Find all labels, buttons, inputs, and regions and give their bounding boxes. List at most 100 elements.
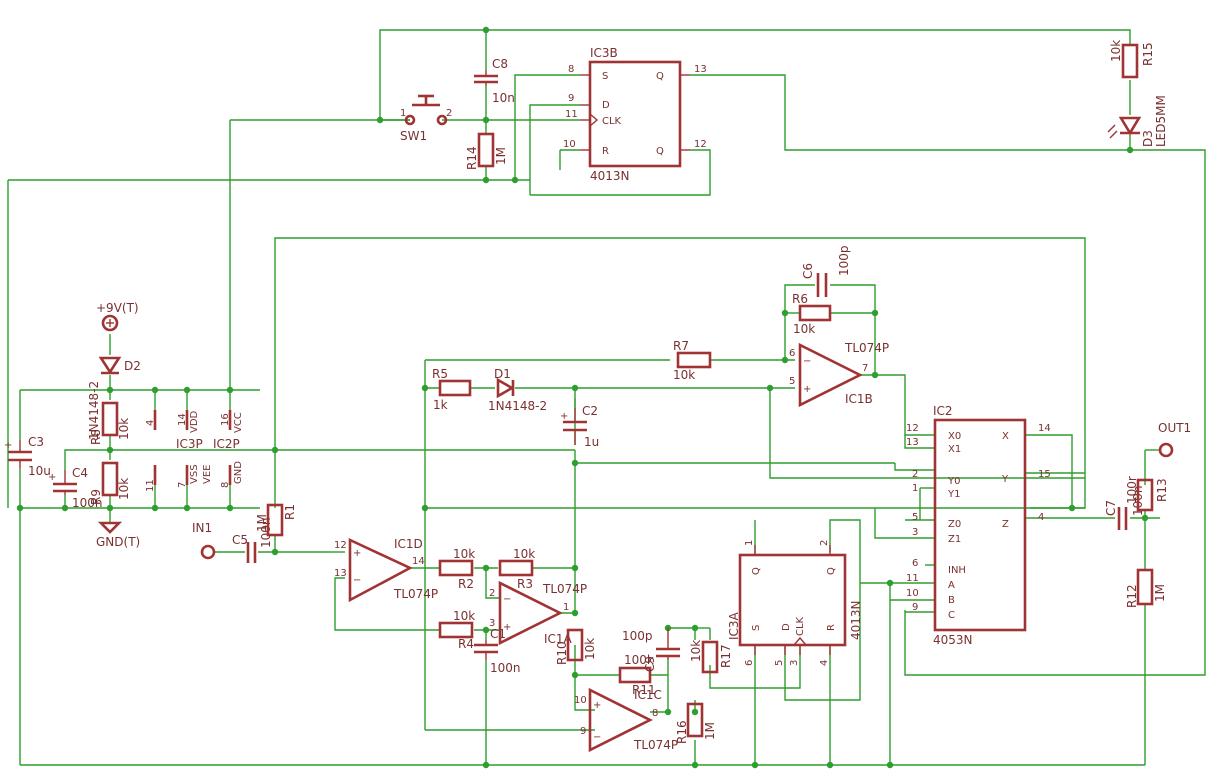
- r12-name: R12: [1125, 584, 1139, 608]
- c4-name: C4: [72, 466, 88, 480]
- pwr-pin4: 4: [145, 420, 156, 426]
- c1-value: 100n: [490, 661, 521, 675]
- ic2-a: A: [948, 580, 955, 591]
- ic1b-pin5: 5: [789, 376, 795, 387]
- ic1a-opamp: − + 2 3 1 TL074P IC1A: [489, 580, 587, 646]
- ic2-pin13: 13: [906, 437, 919, 448]
- r3-value: 10k: [513, 547, 535, 561]
- d3-value: LED5MM: [1154, 95, 1168, 147]
- ic2-pin1: 1: [912, 483, 918, 494]
- ic2-part: 4053N: [933, 633, 973, 647]
- wires: [7, 29, 1206, 766]
- in1-label: IN1: [192, 521, 212, 535]
- r9-resistor: 10k R9: [89, 461, 131, 505]
- ic3a-pin-s: S: [751, 625, 762, 631]
- ic3b-flipflop: IC3B 4013N S D CLK R Q Q 8 9 11 10 13 12: [563, 46, 707, 183]
- r10-name: R10: [555, 641, 569, 665]
- ic1b-pin7: 7: [862, 363, 868, 374]
- ic2-pin3: 3: [912, 527, 918, 538]
- r16-name: R16: [675, 720, 689, 744]
- r7-resistor: R7 10k: [673, 339, 712, 382]
- r6-resistor: R6 10k: [792, 292, 832, 336]
- vplus-label: +9V(T): [96, 301, 139, 315]
- sw1-pin2: 2: [446, 108, 452, 119]
- ic1a-name: IC1A: [544, 632, 573, 646]
- pwr-pin7: 7: [177, 482, 188, 488]
- r13-resistor: 100r R13: [1125, 476, 1169, 512]
- pwr-vcc: VCC: [233, 412, 244, 433]
- c4-value: 100n: [72, 496, 103, 510]
- d1-name: D1: [494, 367, 511, 381]
- c5-name: C5: [232, 533, 248, 547]
- ic2-pin14: 14: [1038, 423, 1051, 434]
- vplus-symbol: +9V(T): [96, 301, 139, 332]
- ic1d-minus: −: [353, 575, 361, 586]
- d2-diode: D2 1N4148-2: [87, 356, 141, 440]
- r7-value: 10k: [673, 368, 695, 382]
- ic3b-name: IC3B: [590, 46, 618, 60]
- ic2-z: Z: [1002, 519, 1009, 530]
- ic2-z1: Z1: [948, 534, 961, 545]
- ic1c-pin8: 8: [652, 708, 658, 719]
- c3-capacitor: + C3 10u: [4, 435, 51, 478]
- ic2-x1: X1: [948, 444, 961, 455]
- ic3a-flipflop: Q Q S D CLK R 1 2 6 5 3 4 IC3A 4013N: [727, 540, 863, 666]
- ic1c-part: TL074P: [633, 738, 678, 752]
- ic3a-pin6: 6: [744, 660, 755, 666]
- ic1a-pin1: 1: [563, 602, 569, 613]
- r15-resistor: 10k R15: [1109, 40, 1155, 79]
- r13-value: 100r: [1125, 476, 1139, 504]
- power-pins: 4 14 16 11 7 8 VDD VCC VSS VEE GND IC3P …: [145, 410, 244, 492]
- ic2-mux: IC2 4053N X0 X1 Y0 Y1 Z0 Z1 INH A B C 12…: [906, 404, 1051, 647]
- d2-name: D2: [124, 359, 141, 373]
- d3-name: D3: [1141, 130, 1155, 147]
- ic2-pin11: 11: [906, 573, 919, 584]
- r12-resistor: R12 1M: [1125, 568, 1167, 608]
- r15-name: R15: [1141, 42, 1155, 66]
- r14-name: R14: [465, 146, 479, 170]
- ic1d-plus: +: [353, 548, 361, 559]
- ic3a-pin4: 4: [819, 660, 830, 666]
- ic3a-name: IC3A: [727, 611, 741, 640]
- r8-name: R8: [89, 429, 103, 445]
- ic1b-minus: −: [803, 356, 811, 367]
- ic2-x0: X0: [948, 431, 961, 442]
- r17-name: R17: [719, 644, 733, 668]
- ic3b-part: 4013N: [590, 169, 630, 183]
- ic2-inh: INH: [948, 565, 966, 576]
- junctions: [16, 26, 1149, 769]
- ic1b-plus: +: [803, 384, 811, 395]
- c5-capacitor: C5 100n: [232, 517, 273, 563]
- d1-value: 1N4148-2: [488, 399, 547, 413]
- r13-name: R13: [1155, 478, 1169, 502]
- out1-connector: OUT1: [1158, 421, 1191, 458]
- r7-name: R7: [673, 339, 689, 353]
- gnd-label: GND(T): [96, 535, 140, 549]
- c4-plus: +: [48, 472, 56, 483]
- pwr-pin14: 14: [177, 413, 188, 426]
- c8-value: 10n: [492, 91, 515, 105]
- r4-name: R4: [458, 637, 474, 651]
- ic1b-part: TL074P: [844, 341, 889, 355]
- ic3b-pin12: 12: [694, 139, 707, 150]
- ic3a-pin5: 5: [774, 660, 785, 666]
- r9-value: 10k: [117, 478, 131, 500]
- r5-name: R5: [432, 367, 448, 381]
- ic3a-pin-clk: CLK: [795, 616, 806, 636]
- ic1b-name: IC1B: [845, 392, 873, 406]
- ic3b-pin8: 8: [568, 64, 574, 75]
- pwr-gnd: GND: [233, 461, 244, 484]
- ic1b-pin6: 6: [789, 348, 795, 359]
- r16-resistor: R16 1M: [675, 702, 717, 744]
- ic2-c: C: [948, 610, 955, 621]
- c2-name: C2: [582, 404, 598, 418]
- c3-plus: +: [4, 440, 12, 451]
- ic3b-pin-d: D: [602, 100, 610, 111]
- c3-name: C3: [28, 435, 44, 449]
- c6-value: 100p: [837, 245, 851, 276]
- c6-name: C6: [801, 263, 815, 279]
- ic3b-pin-r: R: [602, 146, 609, 157]
- r1-resistor: R1 1M: [255, 503, 297, 537]
- d2-value: 1N4148-2: [87, 381, 101, 440]
